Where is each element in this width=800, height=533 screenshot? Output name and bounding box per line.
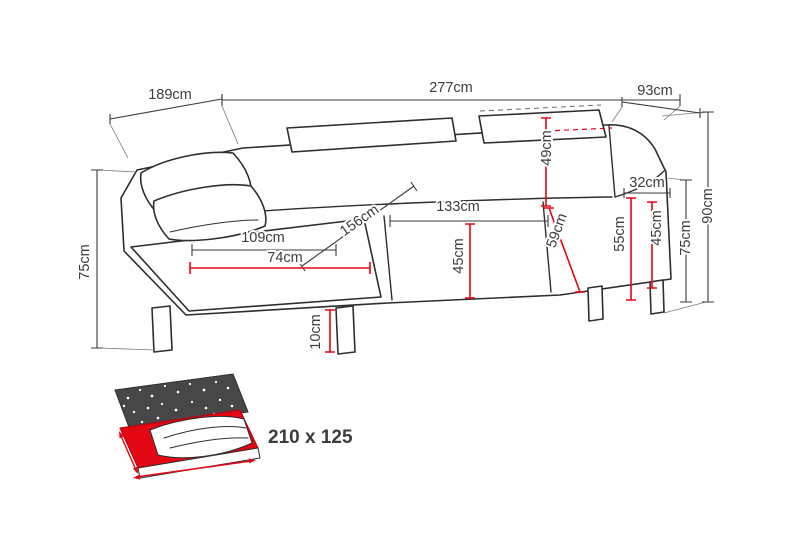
extension-line <box>221 105 239 145</box>
dimension-10: 10cm <box>306 309 335 353</box>
headrest-flap-left <box>286 117 457 153</box>
dim-dashed-49 <box>545 127 613 132</box>
bed-depth-arrowhead-top <box>119 431 125 439</box>
leg-front-right <box>587 285 604 322</box>
dim-line-75-left <box>91 169 103 349</box>
pillow-front-crease <box>169 219 259 233</box>
dim-line-75-right <box>680 179 692 303</box>
dim-line-133 <box>389 215 549 227</box>
armrest-front-curve <box>614 170 665 198</box>
seat-cushion-split <box>542 201 552 293</box>
dimension-90: 90cm <box>698 111 718 303</box>
dimension-75-right: 75cm <box>676 179 696 303</box>
dim-label-93: 93cm <box>637 83 672 99</box>
dim-label-45-center: 45cm <box>451 238 467 273</box>
dim-line-32 <box>623 188 671 198</box>
pillow-front <box>152 183 267 242</box>
dimension-45-center: 45cm <box>449 223 475 299</box>
dim-line-93 <box>621 97 701 118</box>
sofa-drawing <box>120 104 672 355</box>
dimension-277: 277cm <box>221 78 681 106</box>
dim-line-109 <box>191 244 337 256</box>
headrest-raised-dashed-line <box>479 104 602 112</box>
dim-label-55: 55cm <box>612 216 628 251</box>
dimension-133: 133cm <box>389 197 549 227</box>
dimension-93: 93cm <box>621 81 701 118</box>
backrest-base-line <box>249 196 613 213</box>
extension-line <box>663 301 707 314</box>
leg-front-left <box>151 305 173 353</box>
bed-depth-arrowhead-bottom <box>132 466 138 474</box>
dim-label-277: 277cm <box>429 80 473 96</box>
dim-line-55 <box>626 197 636 301</box>
extension-line <box>98 169 137 173</box>
dim-line-156 <box>298 181 418 272</box>
dim-line-59 <box>544 207 585 293</box>
dimension-49: 49cm <box>537 117 613 207</box>
extension-line <box>663 105 681 121</box>
dim-line-49 <box>541 117 551 207</box>
dim-label-49: 49cm <box>539 130 555 165</box>
dim-line-10 <box>325 309 335 353</box>
dim-label-133: 133cm <box>436 199 480 215</box>
dim-label-45-right: 45cm <box>649 210 665 245</box>
dim-label-75-left: 75cm <box>77 244 93 279</box>
armrest-inner-edge <box>608 125 616 198</box>
dim-label-32: 32cm <box>629 175 664 191</box>
dim-label-10: 10cm <box>308 314 324 349</box>
seat-divider <box>383 215 393 301</box>
extension-line <box>109 123 129 159</box>
dim-label-75-right: 75cm <box>678 220 694 255</box>
dimension-32: 32cm <box>623 173 671 198</box>
bed-width-arrowhead-right <box>248 458 256 464</box>
bed-width-arrowhead-left <box>133 474 141 480</box>
dim-label-189: 189cm <box>148 87 192 103</box>
sleeping-area-label: 210 x 125 <box>268 427 353 448</box>
leg-front-middle <box>335 305 356 355</box>
bed-bedding-crease <box>163 426 249 449</box>
dim-label-74: 74cm <box>267 250 302 266</box>
dimension-75-left: 75cm <box>75 169 103 349</box>
chaise-seat <box>130 218 382 312</box>
dim-label-109: 109cm <box>241 230 285 246</box>
bed-width-arrow <box>135 460 252 478</box>
dimension-45-right: 45cm <box>647 201 667 289</box>
extension-line <box>98 347 155 351</box>
dim-line-90 <box>702 111 714 303</box>
dim-line-74 <box>189 262 371 274</box>
bed-depth-arrow <box>120 435 137 471</box>
extension-line <box>611 106 623 123</box>
headrest-flap-right <box>478 109 607 144</box>
dimension-74: 74cm <box>189 248 371 274</box>
dimension-109: 109cm <box>191 228 337 256</box>
dimension-189: 189cm <box>109 85 223 124</box>
dimension-55: 55cm <box>610 197 636 301</box>
sleeping-area-icon: 210 x 125 <box>114 373 353 480</box>
dim-label-90: 90cm <box>700 188 716 223</box>
dim-line-45-center <box>465 223 475 299</box>
dim-line-45-right <box>647 201 657 289</box>
dim-line-189 <box>109 94 223 124</box>
